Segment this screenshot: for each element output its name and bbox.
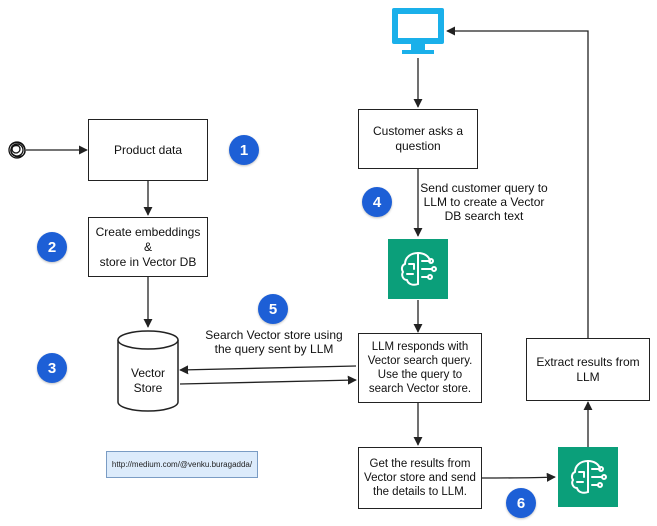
llm-responds-box: LLM responds with Vector search query. U…: [358, 333, 482, 403]
step-badge-6: 6: [506, 488, 536, 518]
step-badge-4: 4: [362, 187, 392, 217]
vector-store-label: Vector Store: [130, 366, 166, 395]
arrow-responds-to-store: [179, 365, 357, 375]
step-badge-1: 1: [229, 135, 259, 165]
arrow-results-to-llm2: [481, 472, 556, 482]
ai-brain-icon: [388, 239, 448, 299]
medium-link[interactable]: http://medium.com/@venku.buragadda/: [106, 451, 258, 478]
step-badge-5: 5: [258, 294, 288, 324]
step-badge-2: 2: [37, 232, 67, 262]
monitor-icon: [392, 8, 444, 54]
send-query-label: Send customer query to LLM to create a V…: [420, 181, 548, 223]
extract-results-box: Extract results from LLM: [526, 338, 650, 401]
scribble-icon: [8, 141, 26, 159]
product-data-box: Product data: [88, 119, 208, 181]
arrow-extract-to-monitor: [446, 26, 589, 338]
create-embeddings-box: Create embeddings & store in Vector DB: [88, 217, 208, 277]
vector-store-cylinder: [117, 330, 179, 412]
search-vector-label: Search Vector store using the query sent…: [205, 328, 343, 356]
ai-brain-icon-2: [558, 447, 618, 507]
get-results-box: Get the results from Vector store and se…: [358, 447, 482, 509]
customer-asks-box: Customer asks a question: [358, 109, 478, 169]
step-badge-3: 3: [37, 353, 67, 383]
arrow-store-to-responds: [179, 375, 357, 385]
